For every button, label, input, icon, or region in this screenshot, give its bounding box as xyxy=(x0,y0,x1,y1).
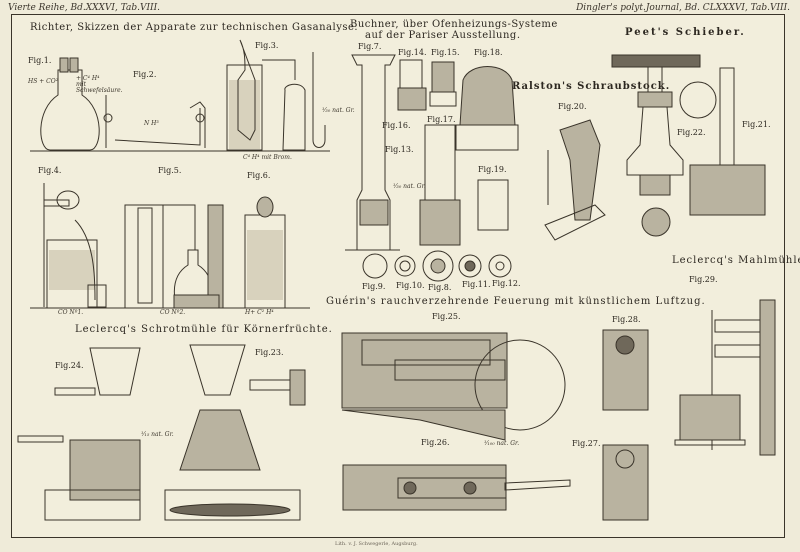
header-series-volume: Vierte Reihe, Bd.XXXVI, Tab.VIII. xyxy=(8,3,161,13)
drawing-fig17-stove xyxy=(419,124,461,246)
section-title-richter: Richter, Skizzen der Apparate zur techni… xyxy=(30,22,359,33)
fig-label-23: Fig.23. xyxy=(255,348,284,357)
fig-label-21: Fig.21. xyxy=(742,120,771,129)
header-journal-volume: Dingler's polyt.Journal, Bd. CLXXXVI, Ta… xyxy=(576,3,790,13)
drawing-fig6-cylinder xyxy=(244,196,286,309)
drawing-fig23-mill xyxy=(164,344,306,521)
fig-label-2: Fig.2. xyxy=(133,70,157,79)
fig-label-20: Fig.20. xyxy=(558,102,587,111)
annotation-scale-schrot: ¹⁄₁₅ nat. Gr. xyxy=(141,431,174,438)
drawing-fig27-furnace xyxy=(602,444,649,521)
fig-label-11: Fig.11. xyxy=(462,280,491,289)
drawing-fig18-stove xyxy=(455,66,519,151)
fig-label-18: Fig.18. xyxy=(474,48,503,57)
fig-label-7: Fig.7. xyxy=(358,42,382,51)
section-title-guerin: Guérin's rauchverzehrende Feuerung mit k… xyxy=(326,296,706,307)
drawing-fig3-apparatus xyxy=(226,39,326,151)
drawing-fig21-section xyxy=(679,67,766,216)
drawing-fig28-furnace xyxy=(602,329,649,411)
fig-label-12: Fig.12. xyxy=(492,279,521,288)
fig-label-29: Fig.29. xyxy=(689,275,718,284)
fig-label-17: Fig.17. xyxy=(427,115,456,124)
fig-label-28: Fig.28. xyxy=(612,315,641,324)
annotation-nh3: N H³ xyxy=(144,120,159,127)
annotation-c4h4: + C⁴ H⁴ mit Schwefelsäure. xyxy=(76,75,123,94)
drawing-fig25-furnace xyxy=(341,332,566,441)
drawing-fig19-stove xyxy=(477,179,509,231)
fig-label-8: Fig.8. xyxy=(428,283,452,292)
fig-label-10: Fig.10. xyxy=(396,281,425,290)
section-title-peet: Peet's Schieber. xyxy=(625,27,746,38)
drawing-fig7-column-stove xyxy=(345,54,400,251)
annotation-scale-fig17: ¹⁄₃₀ nat. Gr. xyxy=(393,183,426,190)
drawing-fig20-vise xyxy=(544,119,606,241)
drawing-fig4-apparatus xyxy=(43,183,107,309)
fig-label-3: Fig.3. xyxy=(255,41,279,50)
section-title-leclercq-schrotmuehle: Leclercq's Schrotmühle für Körnerfrüchte… xyxy=(75,324,333,335)
annotation-co-no1: CO Nº1. xyxy=(58,309,84,316)
drawing-fig26-plan xyxy=(342,464,571,511)
drawing-fig15-stove xyxy=(429,61,457,107)
fig-label-13: Fig.13. xyxy=(385,145,414,154)
annotation-h-c2h4: H+ C² H⁴ xyxy=(245,309,274,316)
fig-label-26: Fig.26. xyxy=(421,438,450,447)
fig-label-22: Fig.22. xyxy=(677,128,706,137)
annotation-scale-guerin: ¹⁄₁₀₀ nat. Gr. xyxy=(484,440,520,447)
fig-label-19: Fig.19. xyxy=(478,165,507,174)
drawing-figs8-12-sections xyxy=(362,250,512,282)
fig-label-4: Fig.4. xyxy=(38,166,62,175)
fig-label-1: Fig.1. xyxy=(28,56,52,65)
fig-label-16: Fig.16. xyxy=(382,121,411,130)
fig-label-15: Fig.15. xyxy=(431,48,460,57)
annotation-c4h4-brom: C⁴ H⁴ mit Brom. xyxy=(243,154,292,161)
section-title-ralston: Ralston's Schraubstock. xyxy=(512,81,671,92)
fig-label-6: Fig.6. xyxy=(247,171,271,180)
section-title-buchner-1: Buchner, über Ofenheizungs-Systeme xyxy=(350,19,558,30)
drawing-fig2-tubes xyxy=(103,95,206,148)
drawing-fig14-stove xyxy=(397,59,427,111)
fig-label-14: Fig.14. xyxy=(398,48,427,57)
fig-label-9: Fig.9. xyxy=(362,282,386,291)
section-title-leclercq-mahlmuehle: Leclercq's Mahlmühle. xyxy=(672,255,800,266)
annotation-hs-co2: HS + CO² xyxy=(28,78,59,85)
section-title-buchner-2: auf der Pariser Ausstellung. xyxy=(365,30,521,41)
fig-label-27: Fig.27. xyxy=(572,439,601,448)
lithographer-credit: Lith. v. J. Schwegerle, Augsburg. xyxy=(335,541,418,547)
annotation-scale-fig7: ¹⁄₃₀ nat. Gr. xyxy=(322,107,355,114)
fig-label-5: Fig.5. xyxy=(158,166,182,175)
drawing-fig5-apparatus xyxy=(124,204,224,309)
drawing-fig24-mill xyxy=(17,347,141,521)
drawing-fig1-flask xyxy=(40,57,100,151)
drawing-fig22-valve xyxy=(611,54,701,237)
annotation-co-no2: CO Nº2. xyxy=(160,309,186,316)
drawing-fig29-mill xyxy=(674,299,776,456)
fig-label-24: Fig.24. xyxy=(55,361,84,370)
fig-label-25: Fig.25. xyxy=(432,312,461,321)
